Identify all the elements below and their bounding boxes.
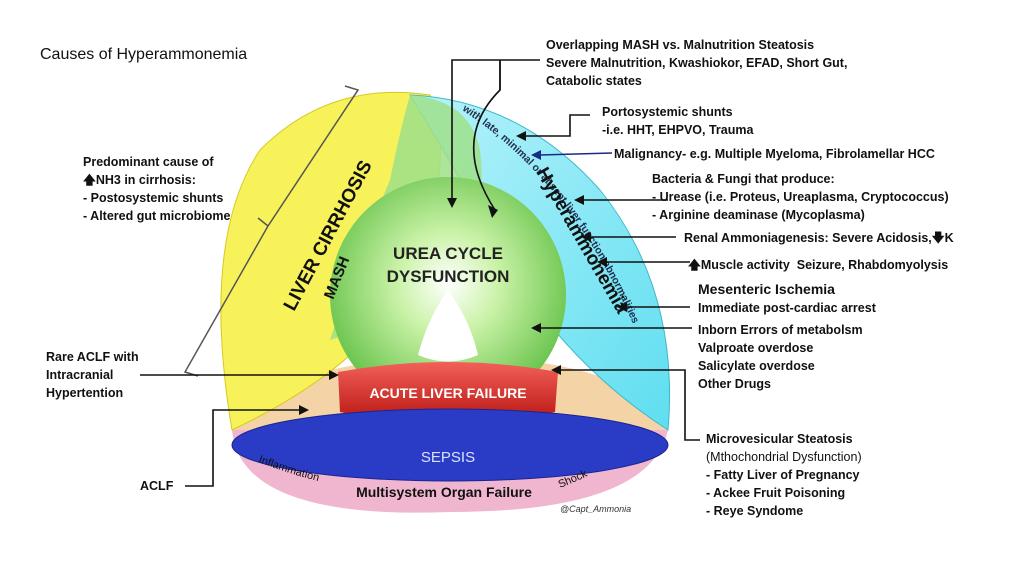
renal-note: Renal Ammoniagenesis: Severe Acidosis,🡇K	[684, 229, 954, 247]
arrowhead-11	[299, 405, 309, 415]
immediate-note: Immediate post-cardiac arrest	[698, 301, 876, 315]
micro-note: Microvesicular Steatosis (Mthochondrial …	[706, 430, 862, 520]
arrowhead-3	[516, 131, 526, 141]
up-arrow-icon: 🡅	[83, 173, 96, 187]
renal-text: Renal Ammoniagenesis: Severe Acidosis,	[684, 231, 932, 245]
inborn-line-2: Valproate overdose	[698, 341, 814, 355]
sepsis-ellipse	[231, 408, 669, 482]
alf-label: ACUTE LIVER FAILURE	[369, 385, 526, 401]
up-arrow-icon-2: 🡅	[688, 258, 701, 272]
sepsis-label: SEPSIS	[421, 449, 475, 466]
ring-hole	[418, 290, 478, 362]
renal-k: K	[944, 231, 954, 245]
signature: @Capt_Ammonia	[560, 504, 631, 514]
arrow-malignancy	[539, 152, 613, 156]
urea-title-2: DYSFUNCTION	[387, 267, 510, 286]
overlap-line-3: Catabolic states	[546, 74, 642, 88]
rare-line-3: Hypertention	[46, 386, 124, 400]
cirrhosis-line-4: - Altered gut microbiome	[83, 209, 231, 223]
micro-line-3: - Fatty Liver of Pregnancy	[706, 468, 860, 482]
arrowhead-8	[531, 323, 541, 333]
down-arrow-icon: 🡇	[931, 231, 945, 245]
arrow-micro	[560, 369, 700, 441]
overlap-line-1: Overlapping MASH vs. Malnutrition Steato…	[546, 38, 815, 52]
urea-title-1: UREA CYCLE	[393, 244, 503, 263]
porto-line-2: -i.e. HHT, EHPVO, Trauma	[602, 123, 754, 137]
mesenteric-note: Mesenteric Ischemia	[698, 281, 835, 297]
cirrhosis-line-2-wrap: 🡅NH3 in cirrhosis:	[83, 171, 230, 189]
arrow-aclf	[185, 409, 300, 487]
cirrhosis-line-3: - Postosystemic shunts	[83, 191, 224, 205]
arrow-overlap-2	[472, 60, 501, 211]
page-title: Causes of Hyperammonemia	[40, 46, 248, 63]
micro-line-2: (Mthochondrial Dysfunction)	[706, 450, 862, 464]
muscle-text: Muscle activity	[700, 258, 790, 272]
arrow-portosystemic	[525, 114, 590, 137]
arrowhead-4	[574, 195, 584, 205]
rare-line-2: Intracranial	[46, 368, 114, 382]
malignancy-note: Malignancy- e.g. Multiple Myeloma, Fibro…	[614, 147, 935, 161]
inborn-line-3: Salicylate overdose	[698, 359, 815, 373]
overlap-note: Overlapping MASH vs. Malnutrition Steato…	[546, 36, 847, 90]
cirrhosis-line-2: NH3 in cirrhosis:	[95, 173, 196, 187]
porto-note: Portosystemic shunts -i.e. HHT, EHPVO, T…	[602, 103, 753, 139]
inborn-note: Inborn Errors of metabolsm Valproate ove…	[698, 321, 863, 393]
acute-liver-failure-band	[338, 362, 558, 424]
overlap-line-2: Severe Malnutrition, Kwashiokor, EFAD, S…	[546, 56, 848, 70]
bacteria-note: Bacteria & Fungi that produce: - Urease …	[652, 170, 949, 224]
porto-line-1: Portosystemic shunts	[602, 105, 733, 119]
aclf-label: ACLF	[140, 479, 174, 493]
bacteria-line-1: Bacteria & Fungi that produce:	[652, 172, 835, 186]
micro-line-4: - Ackee Fruit Poisoning	[706, 486, 846, 500]
micro-line-1: Microvesicular Steatosis	[706, 432, 853, 446]
muscle-text-b: Seizure, Rhabdomyolysis	[796, 258, 949, 272]
arrowhead-5	[581, 232, 591, 242]
arrow-overlap-1	[451, 59, 540, 200]
arrowhead-12	[531, 150, 541, 160]
inborn-line-1: Inborn Errors of metabolsm	[698, 323, 863, 337]
rare-aclf-note: Rare ACLF with Intracranial Hypertention	[46, 348, 139, 402]
arrowhead-10	[329, 370, 339, 380]
arrowhead-6	[597, 257, 607, 267]
cirrhosis-note: Predominant cause of 🡅NH3 in cirrhosis: …	[83, 153, 230, 225]
bacteria-line-3: - Arginine deaminase (Mycoplasma)	[652, 208, 865, 222]
arrowhead-2	[488, 205, 498, 218]
mof-label: Multisystem Organ Failure	[356, 484, 532, 500]
cirrhosis-line-1: Predominant cause of	[83, 155, 214, 169]
arrowhead-7	[617, 302, 627, 312]
arrowhead-1	[447, 198, 457, 208]
arrowhead-9	[551, 365, 561, 375]
micro-line-5: - Reye Syndome	[706, 504, 804, 518]
muscle-note: 🡅Muscle activity Seizure, Rhabdomyolysis	[688, 256, 948, 274]
bacteria-line-2: - Urease (i.e. Proteus, Ureaplasma, Cryp…	[652, 190, 949, 204]
inborn-line-4: Other Drugs	[698, 377, 771, 391]
rare-line-1: Rare ACLF with	[46, 350, 139, 364]
